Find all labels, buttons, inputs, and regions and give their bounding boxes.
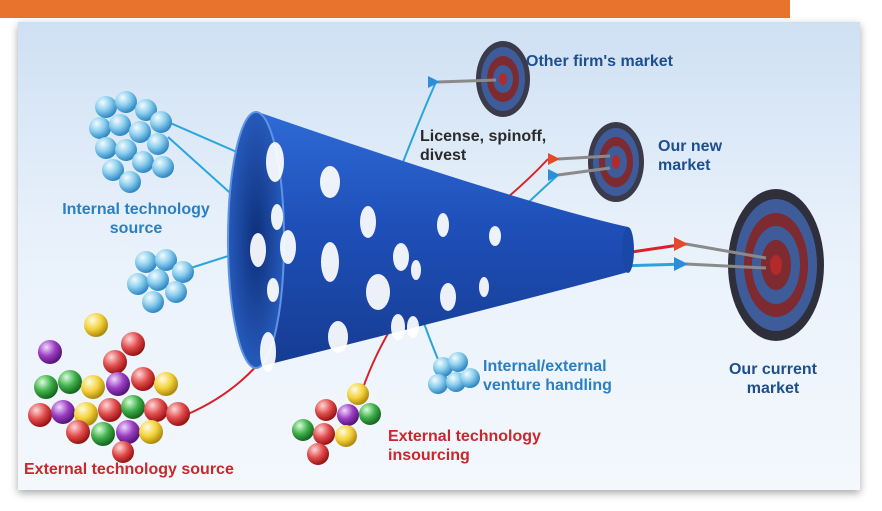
- external-insourcing-balls: [292, 383, 381, 465]
- label-internal-external-venture: Internal/external venture handling: [483, 358, 612, 394]
- label-internal-technology-source: Internal technology source: [62, 201, 210, 237]
- dartboard-new-market: [588, 122, 644, 202]
- dartboard-current-market: [728, 189, 824, 341]
- label-external-technology-source: External technology source: [24, 461, 234, 478]
- external-source-balls: [28, 313, 190, 463]
- label-license-spinoff-divest: License, spinoff, divest: [420, 128, 547, 164]
- label-our-new-market: Our new market: [658, 138, 723, 174]
- header-bar: [0, 0, 790, 18]
- label-external-technology-insourcing: External technology insourcing: [388, 428, 541, 464]
- venture-handling-balls: [428, 352, 480, 394]
- darts: [428, 76, 767, 271]
- open-innovation-diagram: Other firm's market License, spinoff, di…: [18, 22, 860, 490]
- internal-source-balls-lower: [127, 249, 194, 313]
- internal-source-balls-upper: [89, 91, 174, 193]
- dartboard-other-firm: [476, 41, 530, 117]
- label-other-firm-market: Other firm's market: [526, 53, 673, 70]
- diagram-artwork: [28, 41, 824, 465]
- funnel-holes: [250, 142, 501, 372]
- label-our-current-market: Our current market: [728, 361, 817, 397]
